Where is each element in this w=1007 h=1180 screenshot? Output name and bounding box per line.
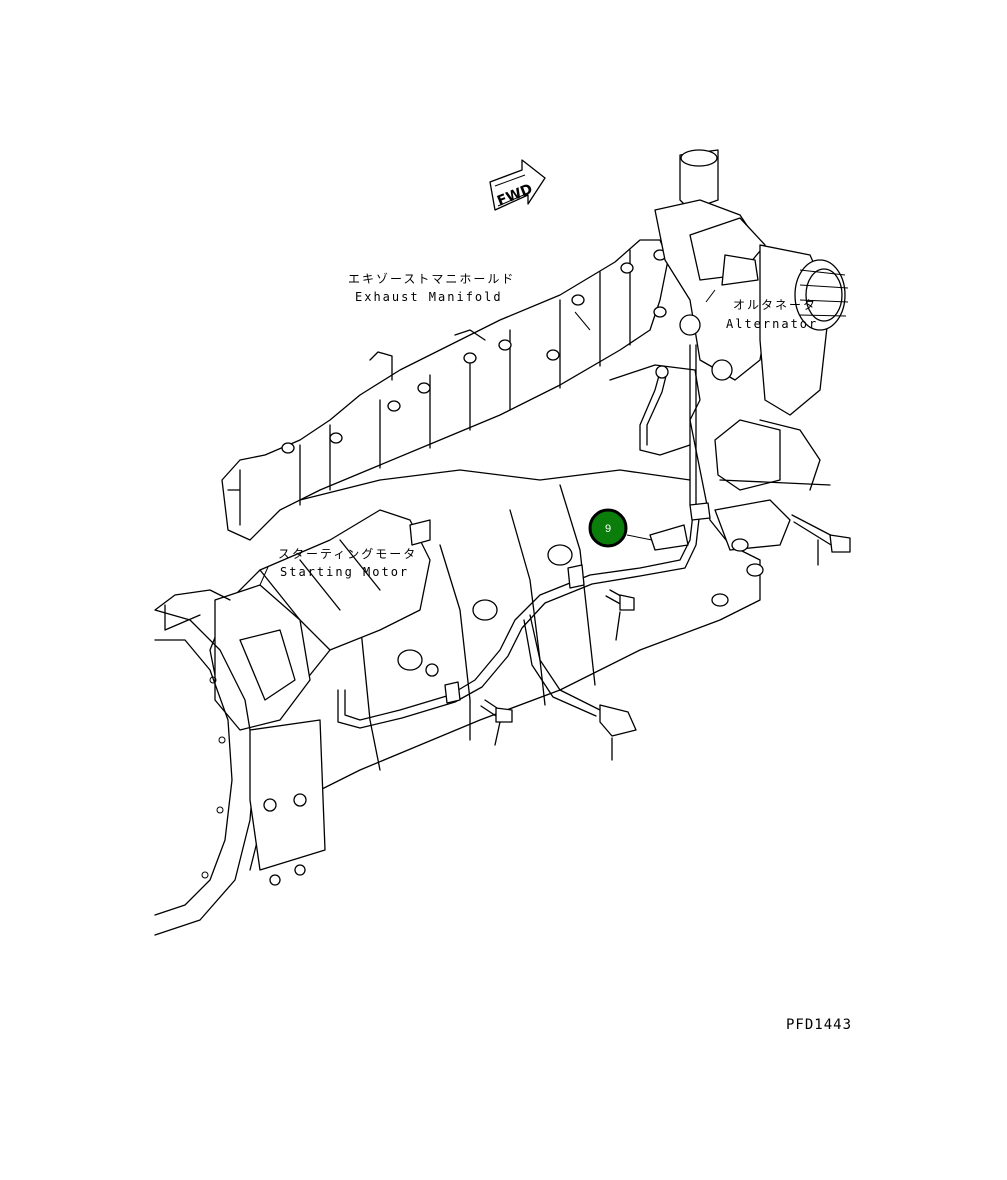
callout-9-marker[interactable] (588, 508, 628, 548)
fwd-arrow-icon: FWD (489, 159, 546, 211)
starting-motor (209, 509, 431, 731)
starting-motor-label-en: Starting Motor (280, 565, 409, 579)
alternator (654, 149, 849, 416)
leader-lines (259, 289, 716, 586)
alternator-label-jp: オルタネータ (733, 298, 817, 312)
exhaust-manifold-label-en: Exhaust Manifold (355, 290, 503, 304)
exhaust-manifold-label-jp: エキゾーストマニホールド (348, 272, 515, 286)
callout-9-number: 9 (605, 523, 611, 535)
flywheel-housing (154, 589, 326, 936)
engine-block (249, 364, 831, 871)
alternator-label-en: Alternator (726, 317, 818, 331)
callout-9-button[interactable]: 9 (588, 508, 628, 548)
wiring-harness (337, 344, 711, 761)
starting-motor-label-jp: スターティングモータ (278, 547, 417, 561)
bolts (480, 514, 851, 746)
figure-code: PFD1443 (786, 1017, 852, 1033)
